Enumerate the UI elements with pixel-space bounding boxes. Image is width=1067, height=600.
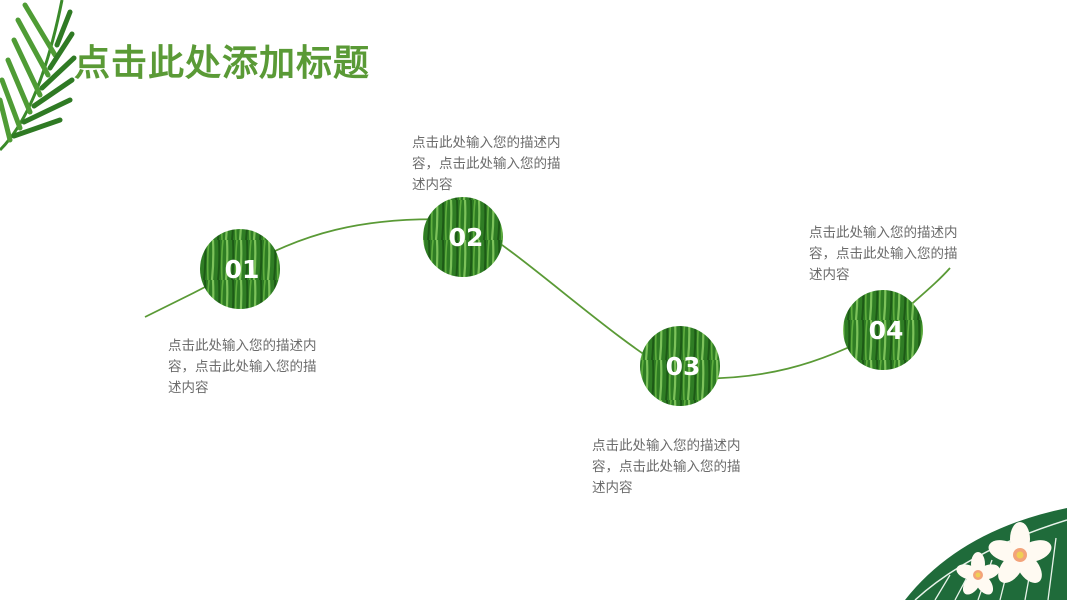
step-number: 02 [449, 223, 484, 252]
step-number: 04 [869, 316, 904, 345]
step-02-description[interactable]: 点击此处输入您的描述内容，点击此处输入您的描述内容 [412, 133, 562, 196]
step-03-description[interactable]: 点击此处输入您的描述内容，点击此处输入您的描述内容 [592, 436, 742, 499]
tropical-leaf-flowers-icon [905, 508, 1067, 600]
step-number: 03 [666, 352, 701, 381]
step-circle-04: 04 [843, 290, 923, 370]
step-circle-02: 02 [423, 197, 503, 277]
page-title[interactable]: 点击此处添加标题 [74, 34, 370, 86]
step-04-description[interactable]: 点击此处输入您的描述内容，点击此处输入您的描述内容 [809, 223, 959, 286]
step-circle-03: 03 [640, 326, 720, 406]
step-circle-01: 01 [200, 229, 280, 309]
palm-leaf-icon [0, 0, 74, 150]
step-01-description[interactable]: 点击此处输入您的描述内容，点击此处输入您的描述内容 [168, 336, 318, 399]
step-number: 01 [225, 255, 260, 284]
